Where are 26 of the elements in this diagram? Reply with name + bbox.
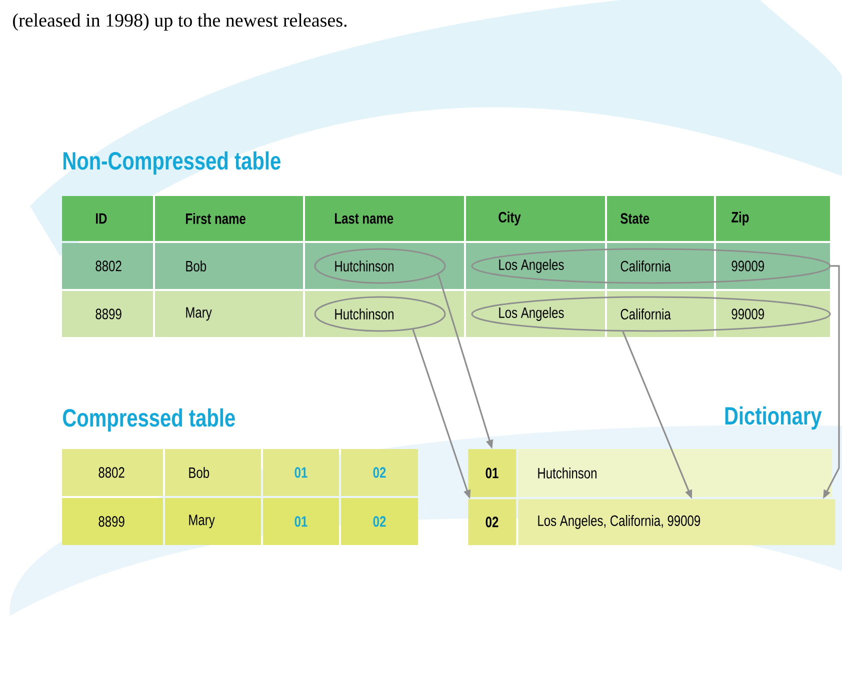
section-heading: Dictionary xyxy=(725,406,822,430)
dictionary-cell: 02 xyxy=(468,499,516,546)
table-cell: 8899 xyxy=(62,290,153,337)
section-heading: Compressed table xyxy=(63,408,235,432)
table-cell: First name xyxy=(155,196,303,241)
table-cell: 02 xyxy=(341,498,418,545)
table-cell: Last name xyxy=(305,196,464,241)
table-cell: 01 xyxy=(263,448,339,496)
table-cell: 02 xyxy=(341,448,418,496)
table-cell: Mary xyxy=(155,290,303,337)
table-cell: ID xyxy=(62,196,153,241)
table-cell: Bob xyxy=(165,448,261,496)
table-cell: Hutchinson xyxy=(518,448,832,497)
table-cell: 8802 xyxy=(62,448,163,496)
table-cell: 8802 xyxy=(62,242,153,289)
body-text: (released in 1998) up to the newest releases. xyxy=(13,13,347,31)
table-cell: Bob xyxy=(155,242,303,289)
table-cell: Mary xyxy=(165,498,261,545)
table-cell: State xyxy=(607,196,714,241)
dictionary-cell: 01 xyxy=(468,449,516,498)
table-cell: 01 xyxy=(263,498,339,545)
table-cell: City xyxy=(466,196,605,241)
dictionary-cell: Los Angeles, California, 99009 xyxy=(518,499,836,546)
section-heading: Non-Compressed table xyxy=(64,151,280,175)
table-cell: 8899 xyxy=(62,498,163,545)
table-cell: Zip xyxy=(716,196,830,241)
